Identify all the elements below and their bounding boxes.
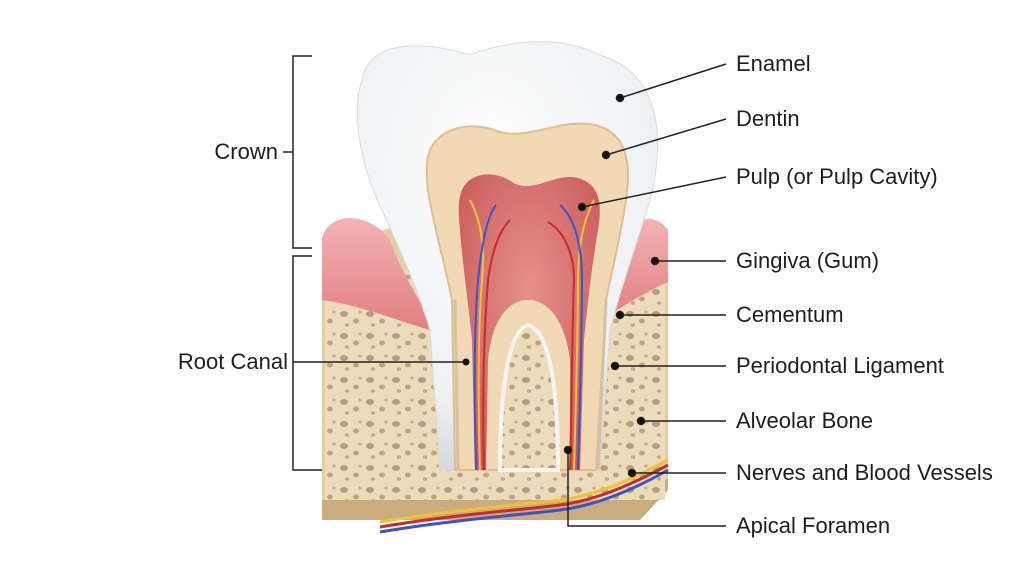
label-crown: Crown bbox=[214, 139, 278, 164]
root-bracket bbox=[292, 255, 322, 471]
label-alveolar-bone: Alveolar Bone bbox=[736, 408, 873, 433]
label-pulp: Pulp (or Pulp Cavity) bbox=[736, 164, 938, 189]
label-apical-foramen: Apical Foramen bbox=[736, 513, 891, 538]
label-dentin: Dentin bbox=[736, 106, 800, 131]
pulp-vessels bbox=[469, 199, 595, 471]
bone-bottom-edge bbox=[322, 478, 668, 520]
label-cementum: Cementum bbox=[736, 302, 844, 327]
label-root-canal: Root Canal bbox=[177, 349, 288, 374]
label-gingiva: Gingiva (Gum) bbox=[736, 248, 880, 273]
label-nerves-vessels: Nerves and Blood Vessels bbox=[736, 460, 993, 485]
inter-root-bone bbox=[497, 322, 561, 472]
nerve-bundle bbox=[379, 458, 669, 534]
leader-lines bbox=[563, 63, 727, 527]
gingiva-left bbox=[322, 217, 430, 330]
crown-bracket bbox=[292, 55, 312, 249]
label-enamel: Enamel bbox=[736, 51, 811, 76]
label-periodontal-ligament: Periodontal Ligament bbox=[736, 353, 944, 378]
